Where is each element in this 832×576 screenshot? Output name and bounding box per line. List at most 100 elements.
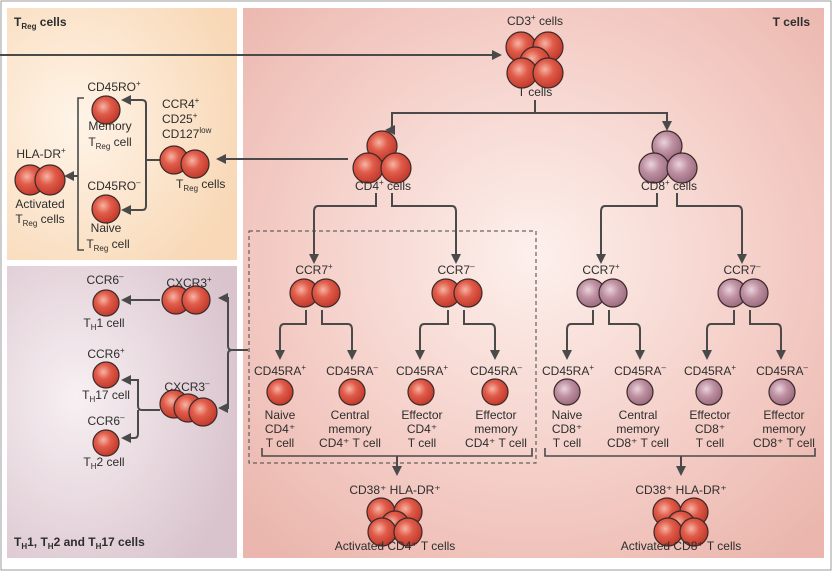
activated-cd4-cell — [393, 517, 423, 547]
cd8-cm-l1: Central — [619, 408, 658, 422]
activated-treg-cell — [34, 164, 66, 196]
activated-cd4-label: Activated CD4⁺ T cells — [335, 539, 456, 553]
cxcr3-pos-label: CXCR3+ — [166, 275, 212, 290]
t-cells-label: T cells — [518, 85, 552, 99]
naive-treg-line1: Naive — [91, 221, 122, 235]
cd45ra-neg-cd4-cm: CD45RA– — [326, 363, 378, 378]
cd4-eff-cell — [407, 378, 435, 406]
cd45ra-pos-cd8-eff: CD45RA+ — [684, 363, 736, 378]
cd4-eff-l1: Effector — [401, 408, 442, 422]
memory-treg-line1: Memory — [88, 119, 131, 133]
cd45ra-pos-cd4-eff: CD45RA+ — [396, 363, 448, 378]
cd8-naive-l2: CD8⁺ — [552, 422, 582, 436]
cd4-cm-l1: Central — [331, 408, 370, 422]
cd8-naive-l1: Naive — [552, 408, 583, 422]
th17-label: TH17 cell — [82, 388, 130, 404]
th2-label: TH2 cell — [83, 455, 124, 471]
cxcr3-neg-cell — [188, 397, 218, 427]
cd3-label: CD3+ cells — [507, 13, 563, 28]
activated-cd8-marker: CD38⁺ HLA-DR⁺ — [635, 483, 726, 497]
cd4-naive-l1: Naive — [265, 408, 296, 422]
th1-label: TH1 cell — [83, 316, 124, 332]
hla-dr-label: HLA-DR+ — [16, 146, 66, 161]
cd4-eff-l2: CD4⁺ — [407, 422, 437, 436]
cxcr3-pos-cell — [181, 285, 211, 315]
cd45ro-neg-label: CD45RO– — [87, 178, 141, 193]
th17-marker: CCR6+ — [87, 346, 125, 361]
cd8-eff-l1: Effector — [689, 408, 730, 422]
ccr7-neg-cd4-cell — [453, 278, 483, 308]
cd8-naive-l3: T cell — [553, 436, 581, 450]
naive-treg-cell — [91, 194, 121, 224]
th2-cell — [92, 429, 120, 457]
tcells-panel-title: T cells — [773, 15, 811, 29]
connectors — [0, 50, 816, 476]
cd8-cell — [666, 152, 698, 184]
cd4-naive-l3: T cell — [266, 436, 294, 450]
treg-marker-cd127: CD127low — [162, 126, 212, 141]
th1-cell — [92, 289, 120, 317]
cd4-subset-dashed-box — [248, 230, 537, 464]
ccr7-pos-cd8-cell — [598, 278, 628, 308]
cd45ra-neg-cd4-em: CD45RA– — [470, 363, 522, 378]
cd4-naive-cell — [266, 378, 294, 406]
cxcr3-neg-label: CXCR3– — [164, 379, 210, 394]
cd4-cell — [380, 152, 412, 184]
cd4-naive-l2: CD4⁺ — [265, 422, 295, 436]
treg-cells-label: TReg cells — [176, 177, 225, 193]
ccr7-neg-cd8-label: CCR7– — [723, 262, 761, 277]
memory-treg-line2: TReg cell — [88, 135, 131, 151]
naive-treg-line2: TReg cell — [86, 237, 129, 253]
th1-marker: CCR6– — [86, 272, 124, 287]
activated-treg-line1: Activated — [15, 197, 64, 211]
cd3-cell — [532, 57, 564, 89]
cd8-cm-l2: memory — [616, 422, 659, 436]
cd4-eff-l3: T cell — [408, 436, 436, 450]
memory-treg-cell — [91, 95, 121, 125]
cd4-em-l1: Effector — [475, 408, 516, 422]
cd8-naive-cell — [553, 378, 581, 406]
cd45ra-neg-cd8-em: CD45RA– — [756, 363, 808, 378]
cd4-cm-l2: memory — [328, 422, 371, 436]
cd4-cm-l3: CD4⁺ T cell — [319, 436, 381, 450]
activated-cd8-label: Activated CD8⁺ T cells — [621, 539, 742, 553]
cd8-cm-cell — [626, 378, 654, 406]
ccr7-pos-cd4-cell — [311, 278, 341, 308]
treg-marker-ccr4: CCR4+ — [162, 96, 200, 111]
cd8-em-l2: memory — [762, 422, 805, 436]
cells — [14, 31, 796, 547]
cd45ra-pos-cd8-naive: CD45RA+ — [542, 363, 594, 378]
cd8-eff-l3: T cell — [696, 436, 724, 450]
treg-panel-title: TReg cells — [14, 15, 67, 31]
cd4-em-l3: CD4⁺ T cell — [465, 436, 527, 450]
treg-marker-cd25: CD25+ — [162, 111, 198, 126]
cd4-em-l2: memory — [474, 422, 517, 436]
ccr7-neg-cd8-cell — [739, 278, 769, 308]
cd45ra-neg-cd8-cm: CD45RA– — [614, 363, 666, 378]
th2-marker: CCR6– — [87, 413, 125, 428]
activated-cd4-marker: CD38⁺ HLA-DR⁺ — [349, 483, 440, 497]
cd8-eff-cell — [695, 378, 723, 406]
cd8-em-cell — [768, 378, 796, 406]
cd4-cell — [366, 130, 398, 162]
ccr7-pos-cd8-label: CCR7+ — [582, 262, 620, 277]
cd4-subset-labels: Naive CD4⁺ T cell Central memory CD4⁺ T … — [265, 408, 527, 450]
cd4-cells-label: CD4+ cells — [355, 178, 411, 193]
cd4-em-cell — [481, 378, 509, 406]
cd45ro-pos-label: CD45RO+ — [87, 79, 141, 94]
cd8-em-l3: CD8⁺ T cell — [753, 436, 815, 450]
cd8-cells-label: CD8+ cells — [641, 178, 697, 193]
treg-panel — [7, 8, 237, 260]
ccr7-pos-cd4-label: CCR7+ — [295, 262, 333, 277]
treg-cell — [180, 149, 210, 179]
activated-cd8-cell — [679, 517, 709, 547]
ccr7-neg-cd4-label: CCR7– — [437, 262, 475, 277]
cd8-eff-l2: CD8⁺ — [695, 422, 725, 436]
cd8-em-l1: Effector — [763, 408, 804, 422]
th17-cell — [92, 361, 120, 389]
cd8-cm-l3: CD8⁺ T cell — [607, 436, 669, 450]
cd45ra-pos-cd4-naive: CD45RA+ — [254, 363, 306, 378]
activated-treg-line2: TReg cells — [15, 212, 64, 228]
